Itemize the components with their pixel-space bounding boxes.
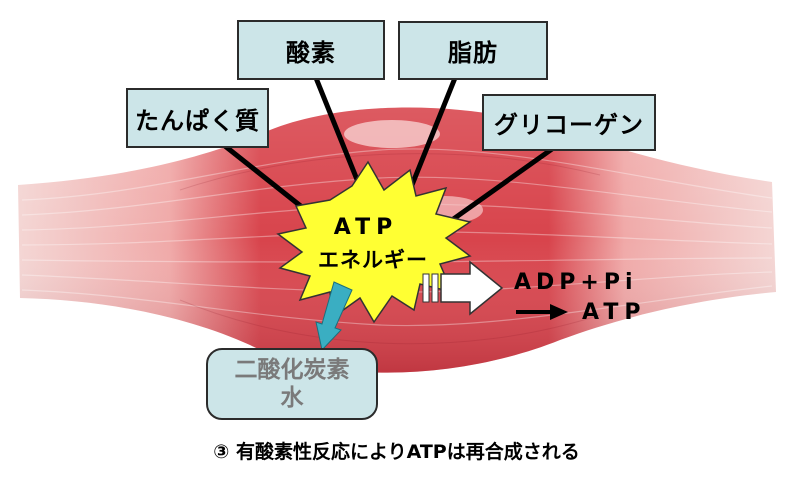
- energy-transfer-arrow: [422, 260, 504, 316]
- protein-label: たんぱく質: [126, 88, 269, 148]
- energy-burst: [276, 160, 472, 324]
- burst-energy-label: エネルギー: [318, 248, 428, 272]
- products-arrow: [315, 281, 353, 352]
- fat-label: 脂肪: [398, 21, 548, 80]
- connector-fat: [407, 77, 458, 191]
- glycogen-label: グリコーゲン: [482, 94, 656, 151]
- connector-protein: [223, 144, 314, 217]
- connector-glycogen: [450, 146, 554, 223]
- oxygen-label: 酸素: [237, 20, 385, 80]
- burst-atp-label: ATP: [333, 215, 399, 240]
- connector-oxygen: [313, 77, 365, 193]
- adp-pi-label: ADP+Pi: [514, 270, 638, 295]
- products-box: 二酸化炭素 水: [206, 348, 378, 420]
- carbon-dioxide-label: 二酸化炭素: [234, 357, 350, 383]
- water-label: 水: [280, 385, 304, 411]
- resynthesis-arrow: [516, 304, 568, 320]
- caption: ③ 有酸素性反応によりATPは再合成される: [213, 441, 580, 463]
- atp-result-label: ATP: [582, 300, 647, 325]
